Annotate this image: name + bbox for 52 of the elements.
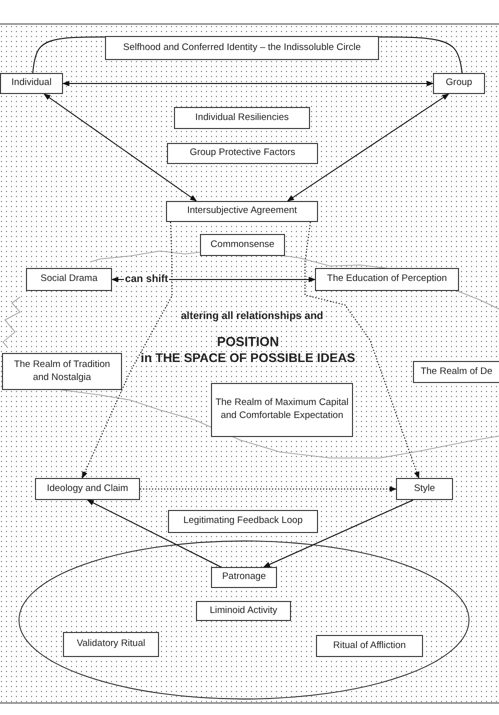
box-label: The Education of Perception bbox=[326, 273, 448, 286]
arrow bbox=[82, 222, 172, 479]
annotation-text: POSITION bbox=[216, 334, 280, 349]
box-label: Group Protective Factors bbox=[188, 147, 296, 160]
box-label: The Realm of Maximum Capital and Comfortable Expectation bbox=[214, 397, 350, 423]
text-box bbox=[26, 268, 112, 291]
box-label: Individual Resiliencies bbox=[194, 112, 290, 124]
box-label: Ritual of Affliction bbox=[332, 640, 407, 652]
text-box bbox=[168, 510, 318, 533]
ellipse-shape bbox=[18, 540, 470, 700]
arrow bbox=[263, 500, 414, 568]
text-box bbox=[396, 478, 453, 500]
box-label: Commonsense bbox=[210, 238, 276, 252]
box-label: Intersubjective Agreement bbox=[186, 205, 298, 218]
annotation-text: altering all relationships and bbox=[180, 310, 324, 322]
box-label: Group bbox=[444, 77, 474, 90]
arrow bbox=[287, 94, 450, 202]
arrow bbox=[86, 500, 222, 568]
box-label: Style bbox=[412, 482, 436, 496]
text-box bbox=[35, 478, 140, 500]
connector-line bbox=[32, 36, 106, 74]
box-label: Legitimating Feedback Loop bbox=[182, 515, 304, 528]
text-box bbox=[2, 353, 122, 390]
connector-line bbox=[378, 36, 463, 74]
box-label: Selfhood and Conferred Identity – the Indissoluble Circle bbox=[122, 42, 362, 54]
text-box bbox=[167, 143, 318, 164]
text-box bbox=[433, 73, 485, 94]
text-box bbox=[196, 601, 291, 621]
text-box bbox=[166, 201, 318, 222]
box-label: Patronage bbox=[221, 571, 267, 584]
text-box bbox=[0, 73, 63, 94]
box-label: Validatory Ritual bbox=[76, 638, 146, 651]
text-box bbox=[63, 632, 159, 657]
arrow bbox=[140, 486, 397, 492]
text-box bbox=[174, 107, 310, 129]
arrow bbox=[304, 222, 420, 479]
text-box bbox=[211, 383, 353, 437]
arrow bbox=[44, 94, 197, 202]
box-label: The Realm of De bbox=[420, 366, 494, 378]
box-label: Social Drama bbox=[39, 273, 99, 286]
box-label: Individual bbox=[10, 77, 53, 90]
text-box bbox=[200, 234, 285, 256]
text-box bbox=[316, 635, 423, 657]
text-box bbox=[105, 36, 379, 60]
box-label: The Realm of Tradition and Nostalgia bbox=[12, 358, 112, 384]
box-label: Liminoid Activity bbox=[208, 604, 278, 618]
box-label: Ideology and Claim bbox=[46, 482, 130, 496]
text-box bbox=[315, 268, 459, 291]
edge-label: can shift bbox=[124, 272, 170, 284]
text-box bbox=[211, 567, 277, 588]
arrow bbox=[62, 80, 434, 86]
text-box bbox=[413, 361, 499, 383]
